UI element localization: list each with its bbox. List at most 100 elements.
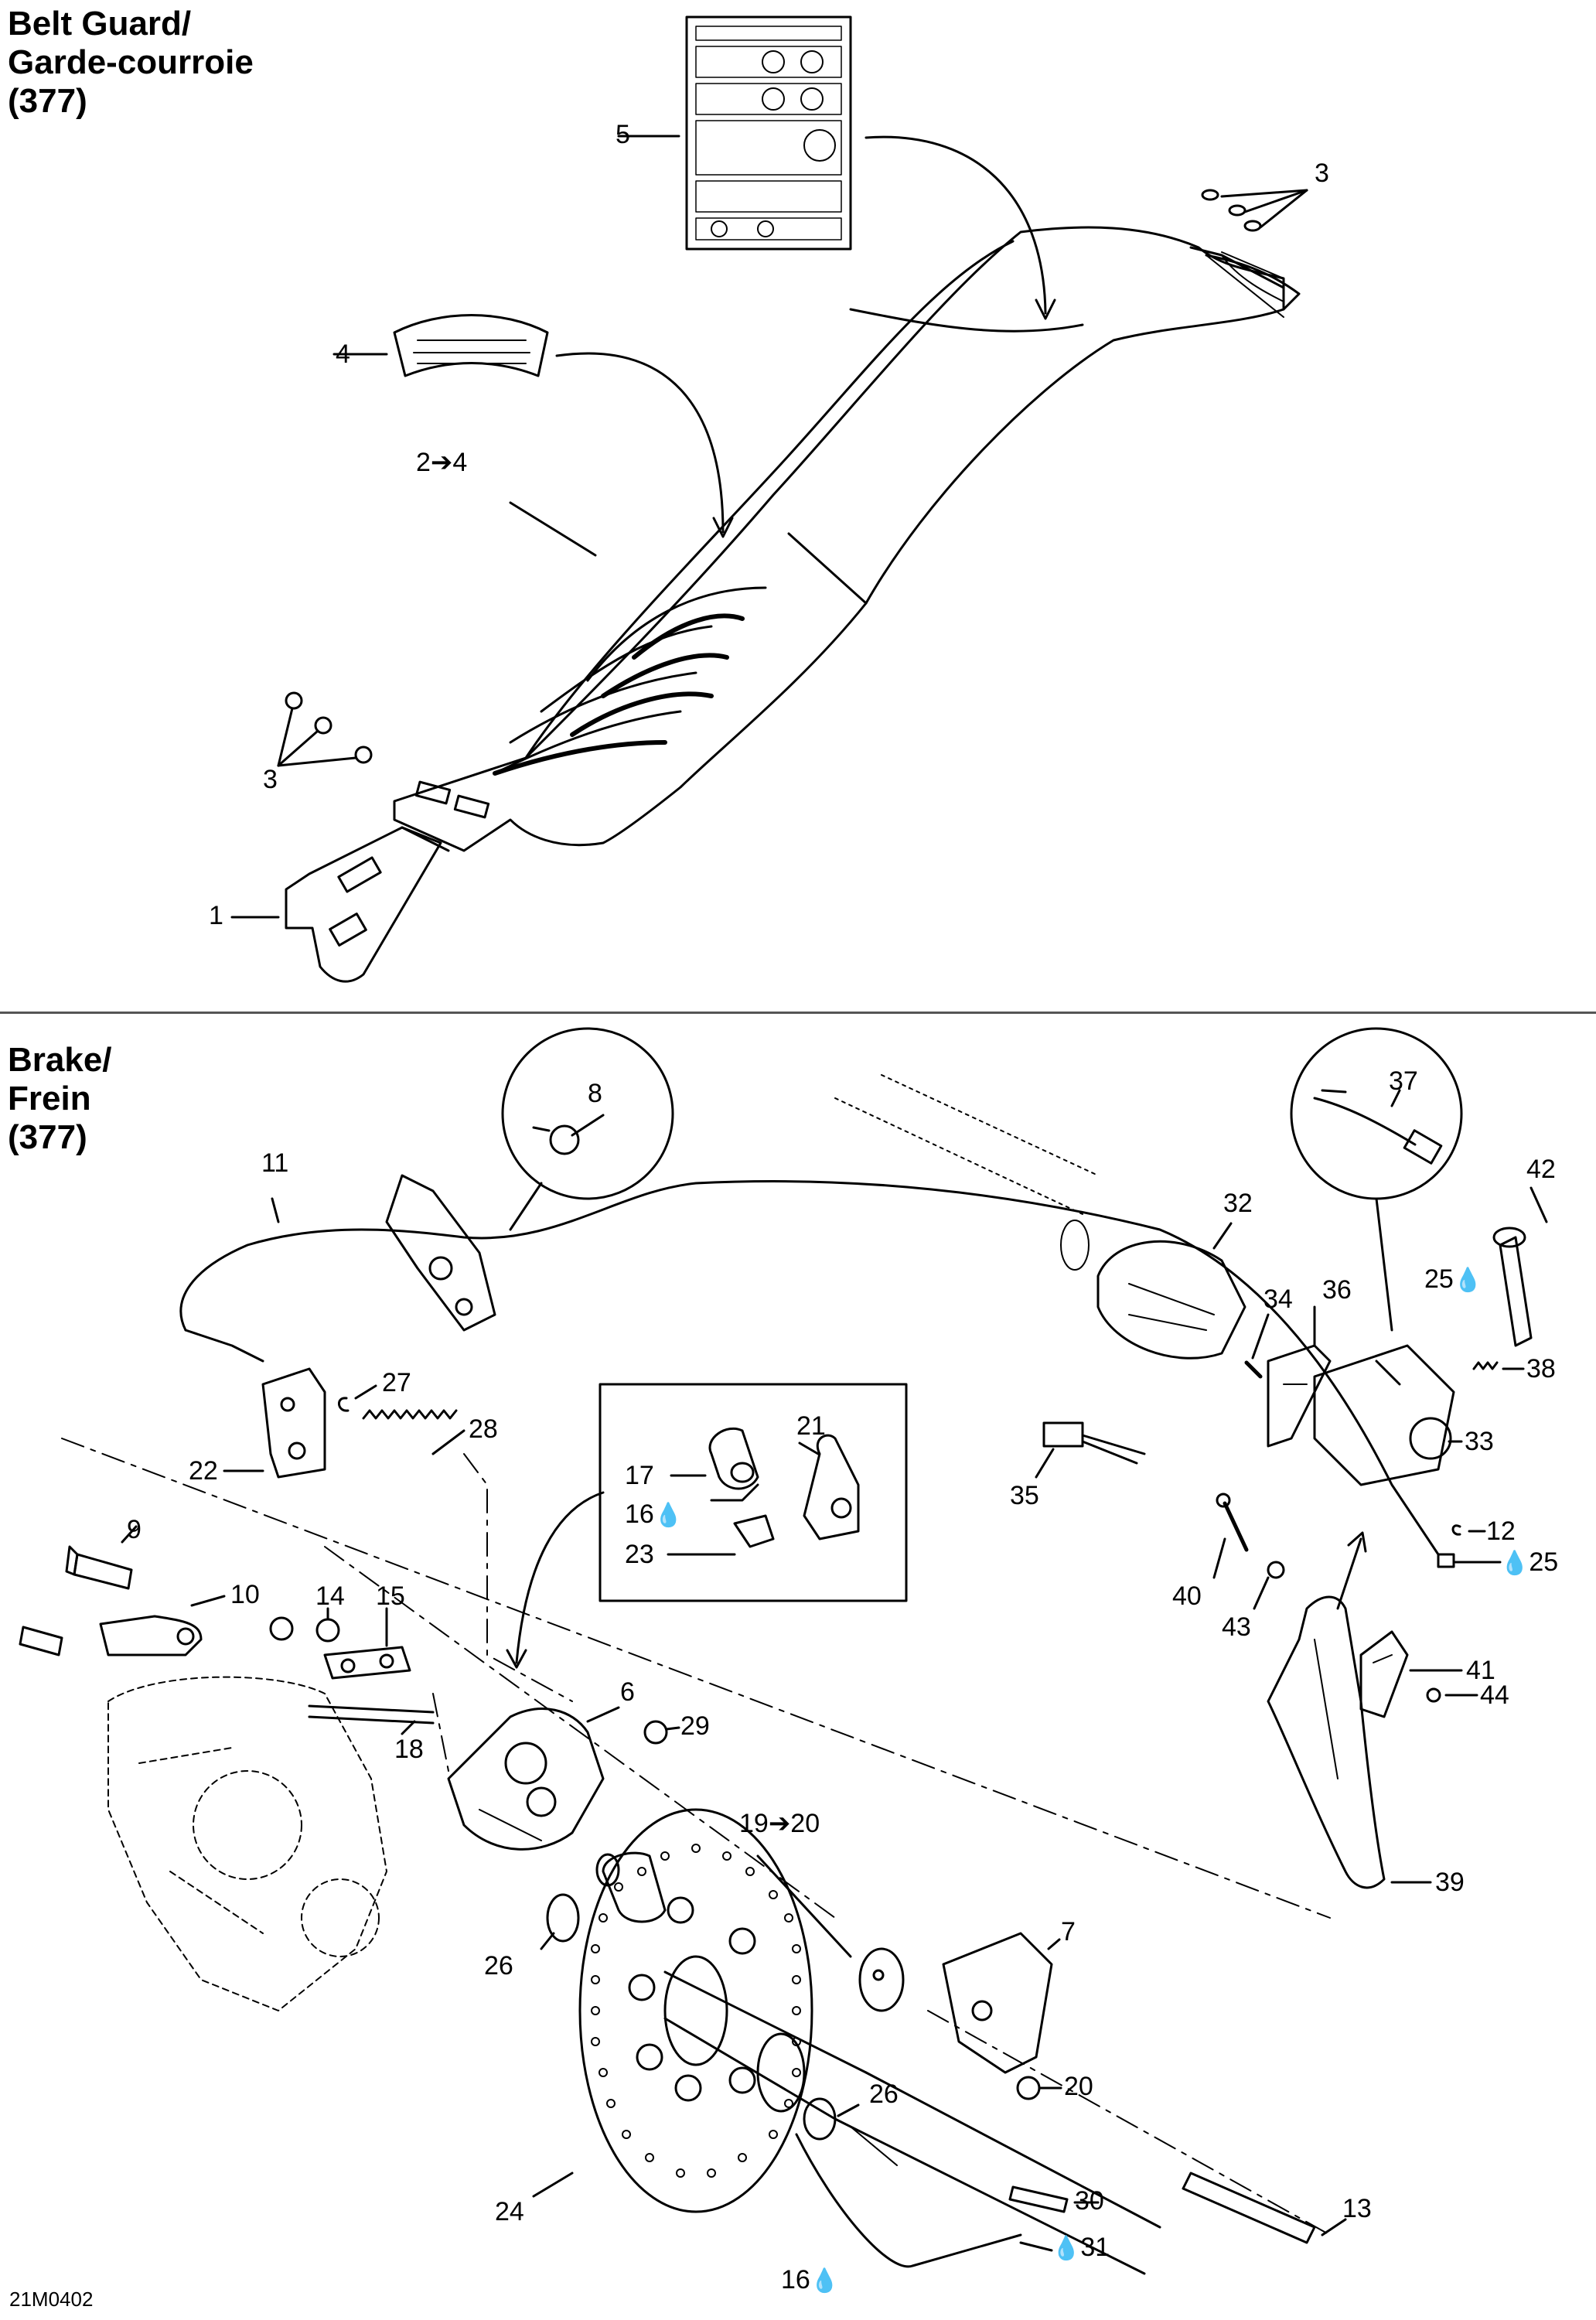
leader-27: [354, 1384, 377, 1400]
guard-pin: [1206, 254, 1284, 318]
leader-16b: [795, 2133, 1022, 2268]
belt-guard-title-line-2: Garde-courroie: [8, 43, 254, 81]
brake-disc-part-24: [578, 1808, 813, 2213]
callout-15: 15: [376, 1581, 405, 1611]
callout-10: 10: [230, 1580, 260, 1609]
callout-20: 20: [1064, 2072, 1093, 2101]
detail-pointer-8: [509, 1182, 543, 1231]
leader-24: [532, 2172, 574, 2198]
warning-decal-part-4: [393, 314, 549, 377]
leader-7: [1047, 1938, 1061, 1950]
handlebar-tube: [834, 1074, 1099, 1271]
callout-27: 27: [382, 1368, 411, 1397]
callout-34: 34: [1264, 1285, 1293, 1314]
cable-end-part-11: [184, 1329, 264, 1363]
section-divider: [0, 1012, 1596, 1014]
callout-3-top: 3: [1315, 159, 1329, 188]
callout-36: 36: [1322, 1275, 1352, 1305]
detail-circle-8: [501, 1027, 674, 1200]
callout-42: 42: [1526, 1155, 1556, 1184]
grease-drop-icon: 💧: [1453, 1267, 1483, 1293]
callout-13: 13: [1342, 2194, 1372, 2223]
leader-34: [1251, 1313, 1270, 1360]
leader-29: [665, 1726, 680, 1731]
leader-40: [1212, 1537, 1226, 1579]
leader-26a: [540, 1932, 555, 1950]
brake-title: Brake/ Frein (377): [8, 1041, 112, 1157]
bolt-part-9: [65, 1545, 133, 1590]
clip-part-27: [338, 1397, 350, 1412]
engine-housing: [107, 1676, 387, 2011]
ball-part-44: [1426, 1687, 1441, 1703]
leader-37: [1390, 1089, 1401, 1107]
leader-43: [1253, 1576, 1270, 1610]
brake-title-line-3: (377): [8, 1118, 87, 1156]
callout-28: 28: [469, 1414, 498, 1444]
grease-drop-icon: 💧: [653, 1503, 684, 1528]
callout-24: 24: [495, 2197, 524, 2226]
leader-11: [271, 1197, 280, 1223]
callout-30: 30: [1075, 2186, 1104, 2216]
bolt-part-40: [1223, 1501, 1249, 1552]
bracket-part-1: [285, 826, 450, 983]
bracket-part-22: [261, 1367, 326, 1479]
callout-9: 9: [127, 1515, 142, 1544]
drawing-code: 21M0402: [9, 2288, 94, 2311]
leader-13: [1321, 2218, 1347, 2236]
disc-holes: [591, 1844, 801, 2178]
callout-29: 29: [680, 1711, 710, 1741]
clip-part-12: [1451, 1524, 1461, 1536]
callout-1: 1: [209, 901, 223, 930]
callout-2-4: 2➔4: [416, 448, 468, 477]
cable-bracket: [385, 1174, 496, 1332]
brake-cable-part-11: [179, 1180, 1440, 1556]
bolt-part-13: [1182, 2172, 1316, 2244]
callout-18: 18: [394, 1735, 424, 1764]
arrow-lever: [1336, 1537, 1362, 1610]
o-ring-part-26b: [803, 2097, 837, 2141]
part-23: [733, 1514, 775, 1548]
callout-5: 5: [616, 120, 630, 149]
leader-2: [509, 501, 597, 557]
housing-part-33: [1313, 1344, 1455, 1486]
callout-25-top: 25💧: [1424, 1265, 1482, 1295]
callout-38: 38: [1526, 1354, 1556, 1383]
callout-22: 22: [189, 1456, 218, 1486]
leader-19: [756, 1854, 852, 1958]
callout-40: 40: [1172, 1581, 1202, 1611]
callout-33: 33: [1465, 1427, 1494, 1456]
callout-37: 37: [1389, 1066, 1418, 1096]
callout-25-bottom-number: 25: [1529, 1547, 1559, 1577]
leader-8: [571, 1114, 605, 1137]
leader-42: [1530, 1186, 1548, 1223]
brake-title-line-2: Frein: [8, 1080, 91, 1117]
pin-part-42: [1492, 1227, 1533, 1347]
callout-14: 14: [315, 1581, 345, 1611]
leader-10: [190, 1595, 226, 1607]
detail-circle-37: [1290, 1027, 1463, 1200]
arrowhead-lever: [1347, 1531, 1367, 1553]
bolt-part-10: [19, 1626, 63, 1656]
assembly-guide-lines: [61, 1438, 1331, 2236]
leader-18: [401, 1720, 416, 1735]
brake-title-line-1: Brake/: [8, 1041, 112, 1079]
spring-clip-part-21: [803, 1434, 860, 1540]
arrow-5: [864, 135, 1047, 315]
belt-guard-title: Belt Guard/ Garde-courroie (377): [8, 5, 254, 121]
callout-3-bottom: 3: [263, 765, 278, 794]
grease-drop-icon: 💧: [810, 2268, 840, 2294]
callout-31: 💧31: [1052, 2233, 1110, 2263]
callout-21: 21: [796, 1411, 826, 1441]
clips-part-3-top: [1201, 189, 1308, 232]
callout-35: 35: [1010, 1481, 1039, 1510]
cable-end-part-25: [1437, 1553, 1455, 1568]
arrow-4: [555, 352, 725, 534]
belt-guard-body-part-2: [393, 226, 1301, 852]
callout-19-20: 19➔20: [739, 1809, 820, 1838]
arrowhead-4: [712, 517, 734, 538]
nuts-part-3-bottom: [277, 691, 373, 767]
instruction-decal-part-5: [685, 15, 852, 251]
callout-17: 17: [625, 1461, 654, 1490]
